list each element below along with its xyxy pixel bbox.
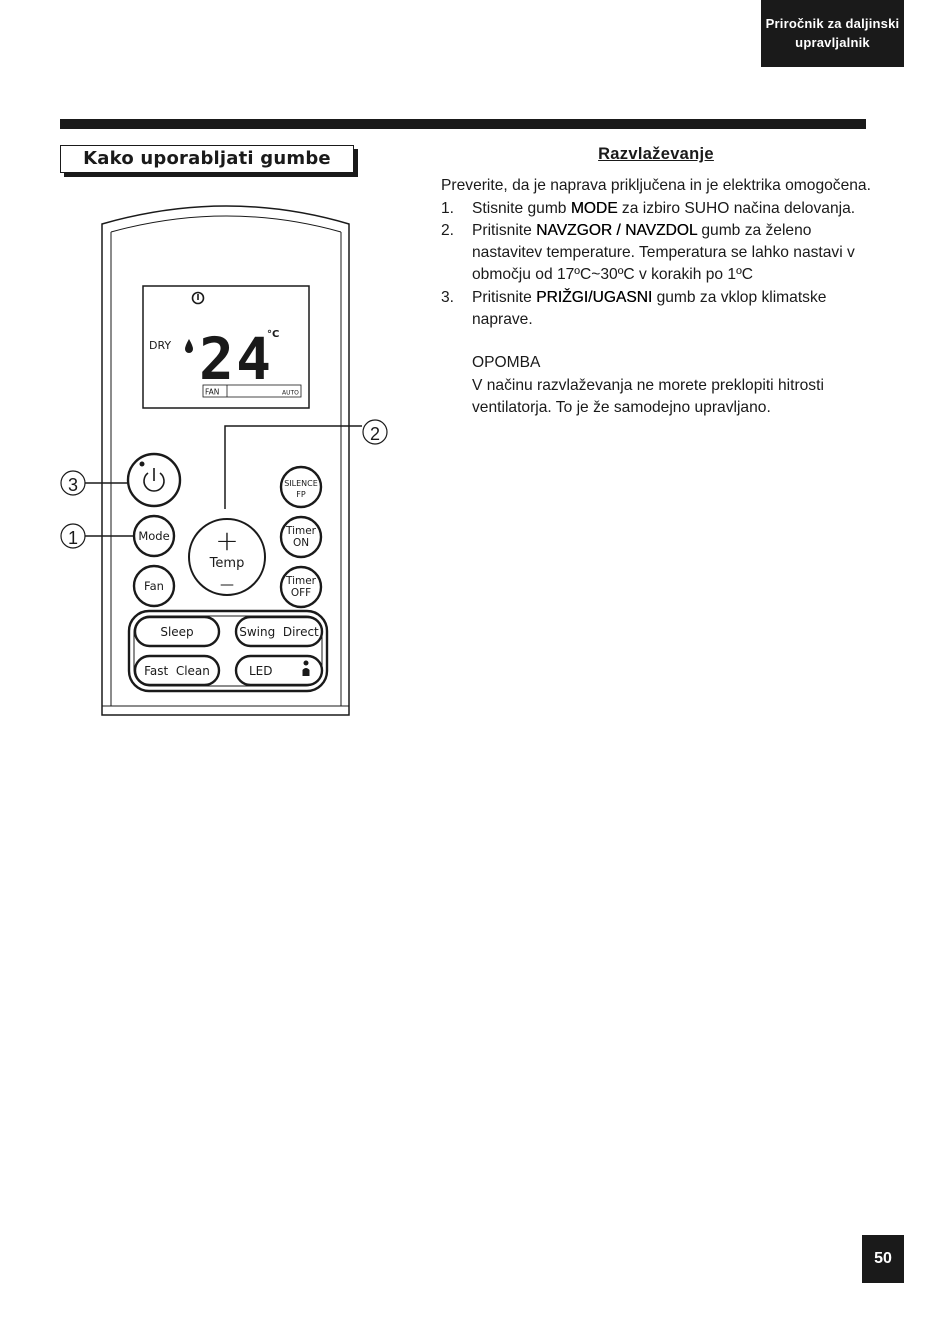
remote-display bbox=[142, 285, 310, 409]
callout-1-label: 1 bbox=[68, 528, 78, 548]
fan-button[interactable]: Fan bbox=[132, 564, 176, 608]
temp-down-icon[interactable]: — bbox=[220, 577, 234, 593]
temp-up-icon[interactable]: + bbox=[215, 524, 238, 557]
step-item: 3. Pritisnite PRIŽGI/UGASNI gumb za vklop… bbox=[441, 287, 871, 332]
person-icon bbox=[302, 660, 310, 676]
power-button[interactable] bbox=[126, 452, 182, 508]
step-keyword: NAVZGOR / NAVZDOL bbox=[536, 221, 698, 239]
swing-direct-label: Swing Direct bbox=[239, 625, 319, 639]
step-post: gumb za vklop klimatske naprave. bbox=[472, 288, 827, 329]
silence-label: SILENCE bbox=[284, 479, 318, 488]
article-intro: Preverite, da je naprava priključena in … bbox=[441, 177, 871, 195]
temp-button[interactable]: + Temp — bbox=[188, 518, 266, 596]
timer-on-sublabel: ON bbox=[293, 537, 309, 549]
note-title: OPOMBA bbox=[472, 354, 541, 372]
section-title: Kako uporabljati gumbe bbox=[60, 145, 354, 173]
page-number: 50 bbox=[862, 1235, 904, 1283]
fan-label: FAN bbox=[205, 388, 219, 397]
swing-direct-button[interactable]: Swing Direct bbox=[234, 615, 324, 648]
fan-button-label: Fan bbox=[144, 579, 164, 593]
timer-off-label: Timer bbox=[285, 575, 317, 587]
timer-on-label: Timer bbox=[285, 525, 317, 537]
article-title: Razvlaževanje bbox=[598, 145, 714, 163]
step-pre: Pritisnite bbox=[472, 288, 537, 306]
step-post: za izbiro SUHO načina delovanja. bbox=[617, 199, 856, 217]
fast-clean-label: Fast Clean bbox=[144, 664, 210, 678]
article: Razvlaževanje Preverite, da je naprava p… bbox=[441, 143, 871, 419]
note-text: V načinu razvlaževanja ne morete preklop… bbox=[472, 376, 824, 416]
step-number: 2. bbox=[441, 221, 455, 239]
mode-button[interactable]: Mode bbox=[132, 514, 176, 558]
fast-clean-button[interactable]: Fast Clean bbox=[133, 654, 221, 687]
display-unit: °C bbox=[267, 329, 279, 340]
silence-sublabel: FP bbox=[296, 490, 306, 499]
led-button[interactable]: LED bbox=[234, 654, 324, 687]
droplet-icon bbox=[185, 339, 193, 353]
step-pre: Pritisnite bbox=[472, 221, 537, 239]
callout-2-label: 2 bbox=[370, 424, 380, 444]
sleep-label: Sleep bbox=[160, 625, 193, 639]
fan-value: AUTO bbox=[282, 390, 299, 397]
mode-button-label: Mode bbox=[138, 529, 169, 543]
fan-speed-bar bbox=[202, 384, 302, 398]
display-mode: DRY bbox=[149, 339, 171, 352]
top-rule bbox=[60, 119, 866, 129]
step-item: 2. Pritisnite NAVZGOR / NAVZDOL gumb za ž… bbox=[441, 220, 871, 287]
step-post: gumb za želeno nastavitev temperature. T… bbox=[472, 221, 855, 284]
sleep-button[interactable]: Sleep bbox=[133, 615, 221, 648]
timer-off-sublabel: OFF bbox=[291, 587, 311, 599]
temp-label: Temp bbox=[209, 556, 245, 571]
power-icon bbox=[143, 472, 165, 492]
timer-on-button[interactable]: Timer ON bbox=[279, 515, 323, 559]
step-number: 1. bbox=[441, 199, 455, 217]
silence-button[interactable]: SILENCE FP bbox=[279, 465, 323, 509]
manual-header-tab: Priročnik za daljinski upravljalnik bbox=[761, 0, 904, 67]
remote-control-illustration: DRY 24 °C FAN AUTO 2 3 1 Mode Fan + Temp… bbox=[60, 205, 388, 716]
step-keyword: MODE bbox=[570, 199, 618, 217]
callout-3-label: 3 bbox=[68, 475, 78, 495]
header-line-1: Priročnik za daljinski bbox=[765, 16, 900, 31]
led-label: LED bbox=[249, 664, 273, 678]
header-line-2: upravljalnik bbox=[795, 35, 870, 50]
step-pre: Stisnite gumb bbox=[472, 199, 571, 217]
callout-2 bbox=[362, 419, 388, 445]
step-item: 1. Stisnite gumb MODE za izbiro SUHO nači… bbox=[441, 198, 871, 220]
timer-off-button[interactable]: Timer OFF bbox=[279, 565, 323, 609]
power-indicator-icon bbox=[191, 291, 205, 305]
steps-list: 1. Stisnite gumb MODE za izbiro SUHO nači… bbox=[441, 198, 871, 332]
step-number: 3. bbox=[441, 288, 455, 306]
note-block: OPOMBA V načinu razvlaževanja ne morete … bbox=[441, 352, 871, 419]
step-keyword: PRIŽGI/UGASNI bbox=[536, 288, 653, 306]
